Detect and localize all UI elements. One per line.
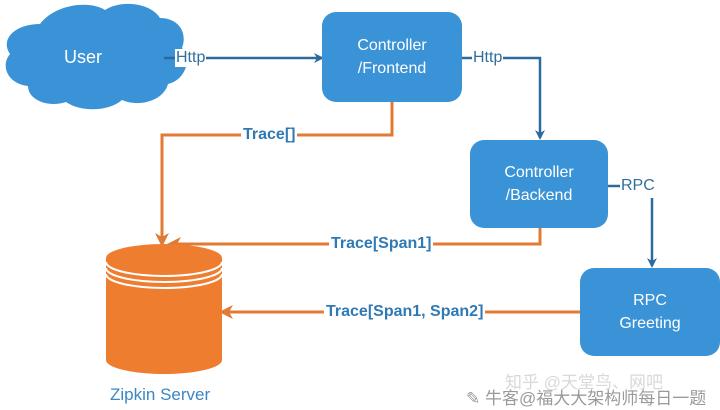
backend-node-line1: Controller [504, 164, 574, 181]
zipkin-server-database-icon [105, 244, 223, 374]
edge-frontend-backend [462, 56, 545, 140]
edge-backend-rpc [608, 184, 652, 266]
backend-node-line2: /Backend [505, 187, 573, 204]
user-node-label: User [64, 47, 103, 67]
user-cloud [5, 3, 187, 110]
rpc-greeting-line2: Greeting [619, 315, 681, 332]
watermark-logo-icon: ✎ [466, 389, 485, 408]
edge-label-trace-span1: Trace[Span1] [329, 235, 434, 253]
edge-label-http-2: Http [472, 49, 504, 67]
watermark-text: 牛客@福大大架构师每日一题 [484, 389, 707, 408]
edge-backend-zipkin [167, 228, 542, 251]
rpc-greeting-node: RPC Greeting [580, 268, 720, 356]
frontend-node-line2: /Frontend [357, 60, 427, 77]
edge-label-trace-span1-span2: Trace[Span1, Span2] [324, 303, 486, 321]
backend-node: Controller /Backend [470, 140, 608, 228]
edge-label-rpc: RPC [620, 177, 656, 195]
watermark-nowcoder: ✎ 牛客@福大大架构师每日一题 [466, 384, 706, 409]
rpc-greeting-line1: RPC [633, 292, 667, 309]
edge-label-trace-empty: Trace[] [241, 126, 298, 144]
watermark-zhihu: 知乎 @天堂鸟、网吧 [505, 373, 663, 392]
frontend-node: Controller /Frontend [322, 12, 462, 102]
edge-frontend-zipkin [155, 102, 394, 247]
edge-label-http-1: Http [175, 49, 207, 67]
frontend-node-line1: Controller [357, 37, 427, 54]
zipkin-server-label: Zipkin Server [110, 385, 211, 404]
